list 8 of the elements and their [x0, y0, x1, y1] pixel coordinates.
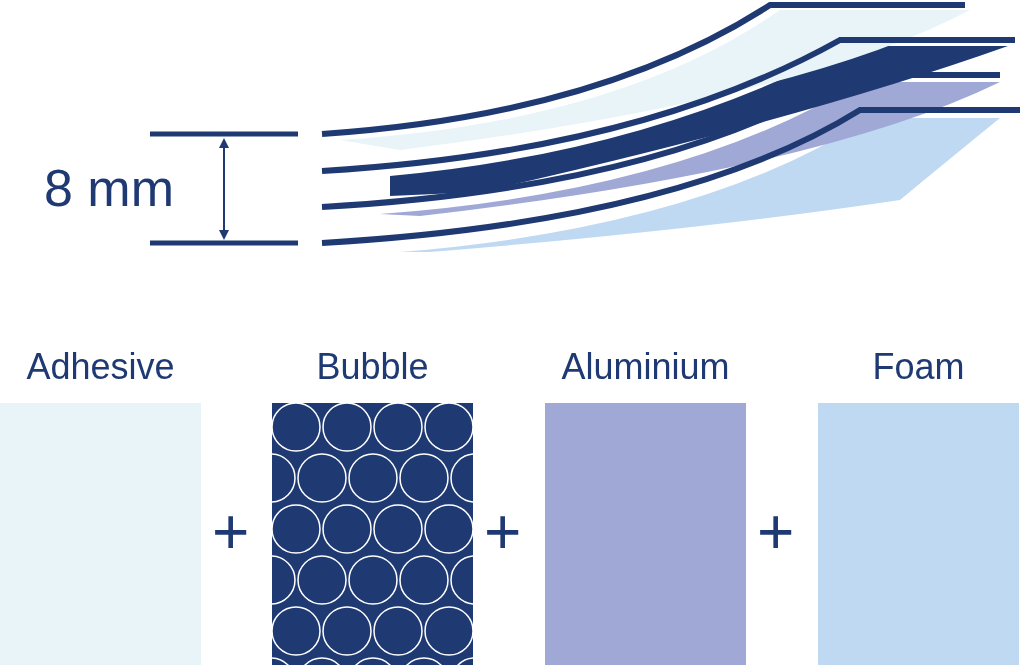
dimension-label: 8 mm: [44, 158, 174, 218]
material-label: Adhesive: [25, 345, 176, 389]
material-label: Bubble: [315, 345, 430, 389]
material-label: Aluminium: [560, 345, 731, 389]
plus-sign: +: [484, 500, 522, 564]
plus-sign: +: [757, 500, 795, 564]
material-label: Foam: [871, 345, 966, 389]
plus-sign: +: [212, 500, 250, 564]
